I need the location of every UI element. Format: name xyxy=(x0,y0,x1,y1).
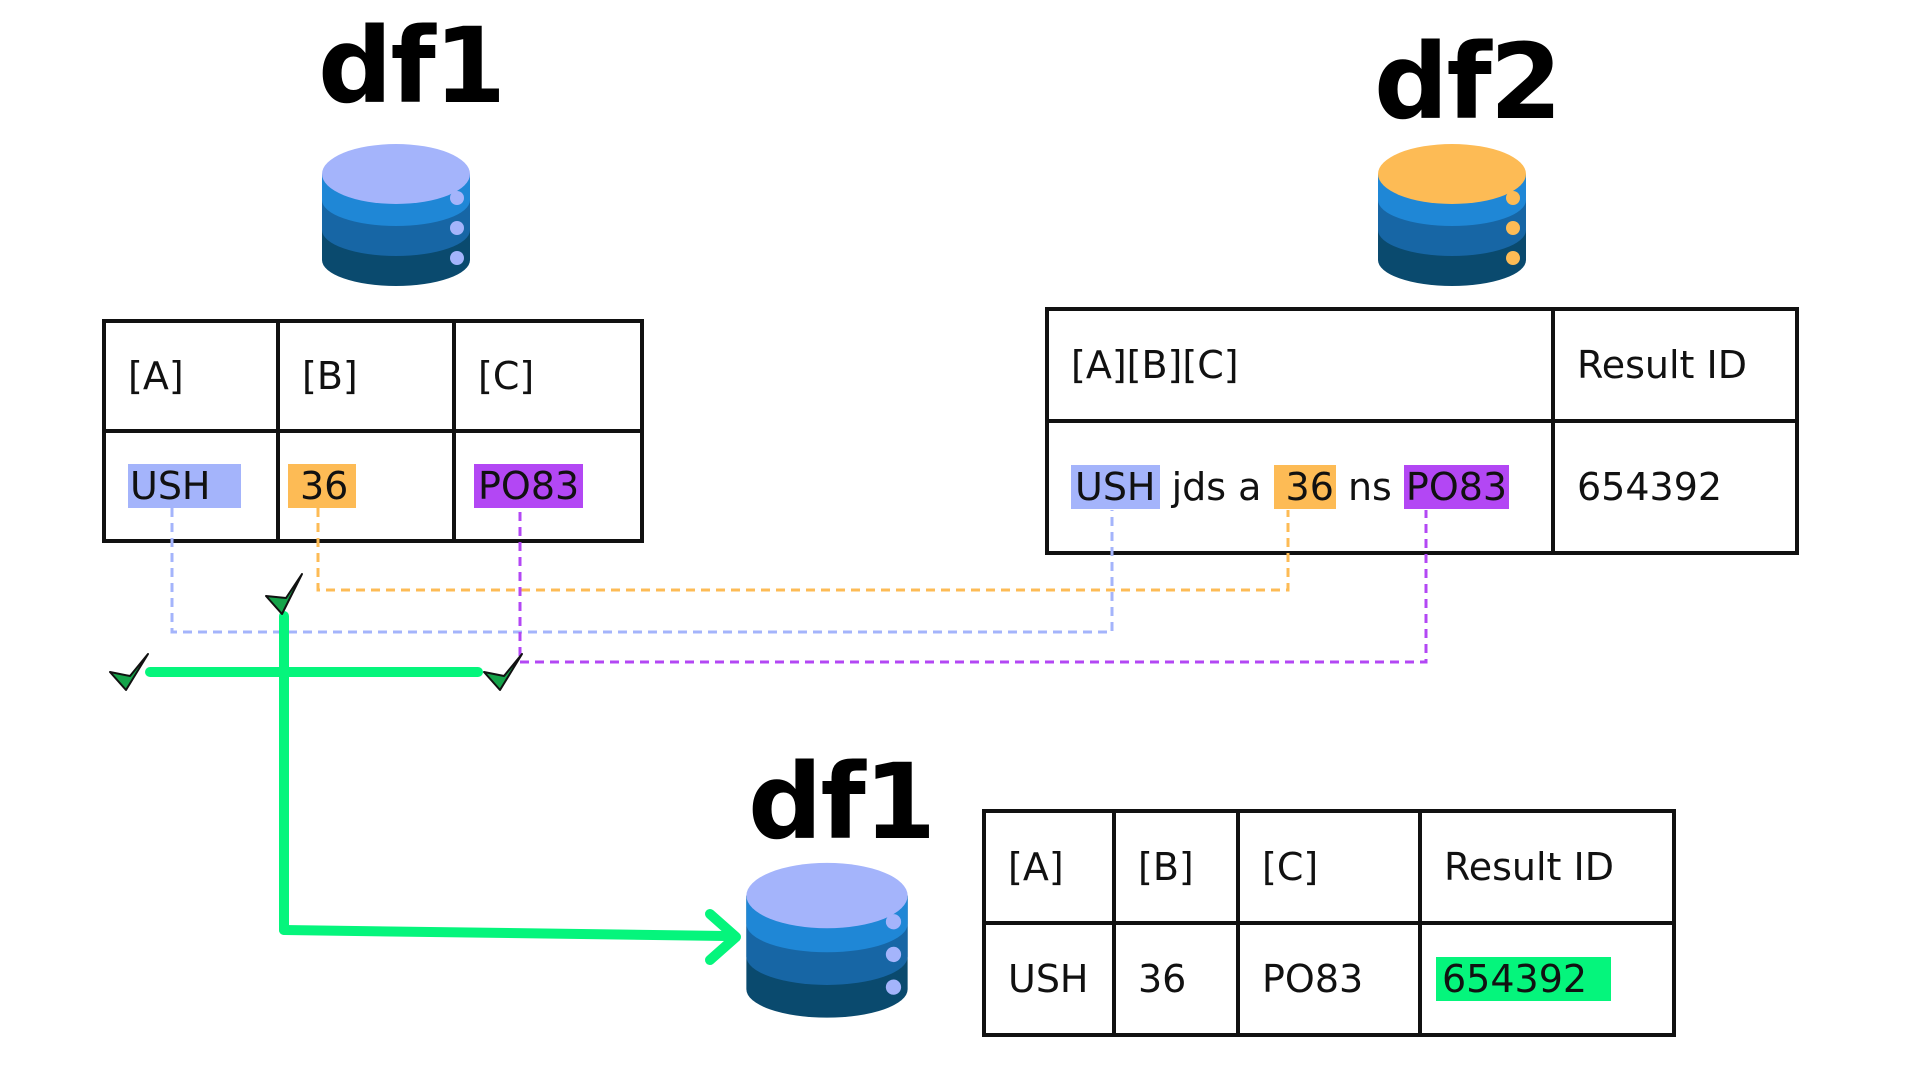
result-header-c: [C] xyxy=(1236,809,1422,925)
df1-cell-b: 36 xyxy=(276,429,456,543)
df1-title: df1 xyxy=(318,5,506,127)
df2-cell-result: 654392 xyxy=(1551,419,1799,555)
df2-header-result: Result ID xyxy=(1551,307,1799,423)
result-cell-a: USH xyxy=(982,921,1116,1037)
df1-cell-c: PO83 xyxy=(452,429,644,543)
df1-value-b: 36 xyxy=(288,464,357,508)
df2-segment-a: USH xyxy=(1071,465,1160,509)
df1-cell-a: USH xyxy=(102,429,280,543)
match-line-b xyxy=(316,508,1290,592)
df1-result-table: [A] [B] [C] Result ID USH 36 PO83 654392 xyxy=(982,809,1676,1037)
df1-header-c: [C] xyxy=(452,319,644,433)
database-icon xyxy=(746,862,908,1018)
match-line-c xyxy=(518,510,1428,664)
df1-header-b: [B] xyxy=(276,319,456,433)
result-header-b: [B] xyxy=(1112,809,1240,925)
df2-segment-b: 36 xyxy=(1273,465,1336,509)
checkmark-icon xyxy=(483,653,523,691)
arrow-icon xyxy=(705,909,741,965)
df2-segment-filler: jds a xyxy=(1159,465,1274,509)
database-icon xyxy=(1378,144,1526,286)
result-id-highlight: 654392 xyxy=(1436,957,1612,1001)
df1-value-c: PO83 xyxy=(474,464,584,508)
database-icon xyxy=(322,144,470,286)
result-header-id: Result ID xyxy=(1418,809,1676,925)
df1-value-a: USH xyxy=(128,464,241,508)
result-header-a: [A] xyxy=(982,809,1116,925)
df1-result-title: df1 xyxy=(748,741,936,863)
checkmark-icon xyxy=(265,573,303,615)
df2-segment-c: PO83 xyxy=(1403,465,1510,509)
df2-table: [A][B][C] Result ID USH jds a 36 ns PO83… xyxy=(1045,307,1799,555)
match-line-a xyxy=(170,508,1114,634)
result-cell-c: PO83 xyxy=(1236,921,1422,1037)
result-cell-id: 654392 xyxy=(1418,921,1676,1037)
df2-cell-key: USH jds a 36 ns PO83 xyxy=(1045,419,1555,555)
merge-line-to-result xyxy=(279,925,731,941)
df2-segment-filler: ns xyxy=(1335,465,1404,509)
df1-header-a: [A] xyxy=(102,319,280,433)
df2-title: df2 xyxy=(1374,21,1562,143)
checkmark-icon xyxy=(109,653,149,691)
df2-header-key: [A][B][C] xyxy=(1045,307,1555,423)
result-cell-b: 36 xyxy=(1112,921,1240,1037)
df1-table: [A] [B] [C] USH 36 PO83 xyxy=(102,319,644,543)
